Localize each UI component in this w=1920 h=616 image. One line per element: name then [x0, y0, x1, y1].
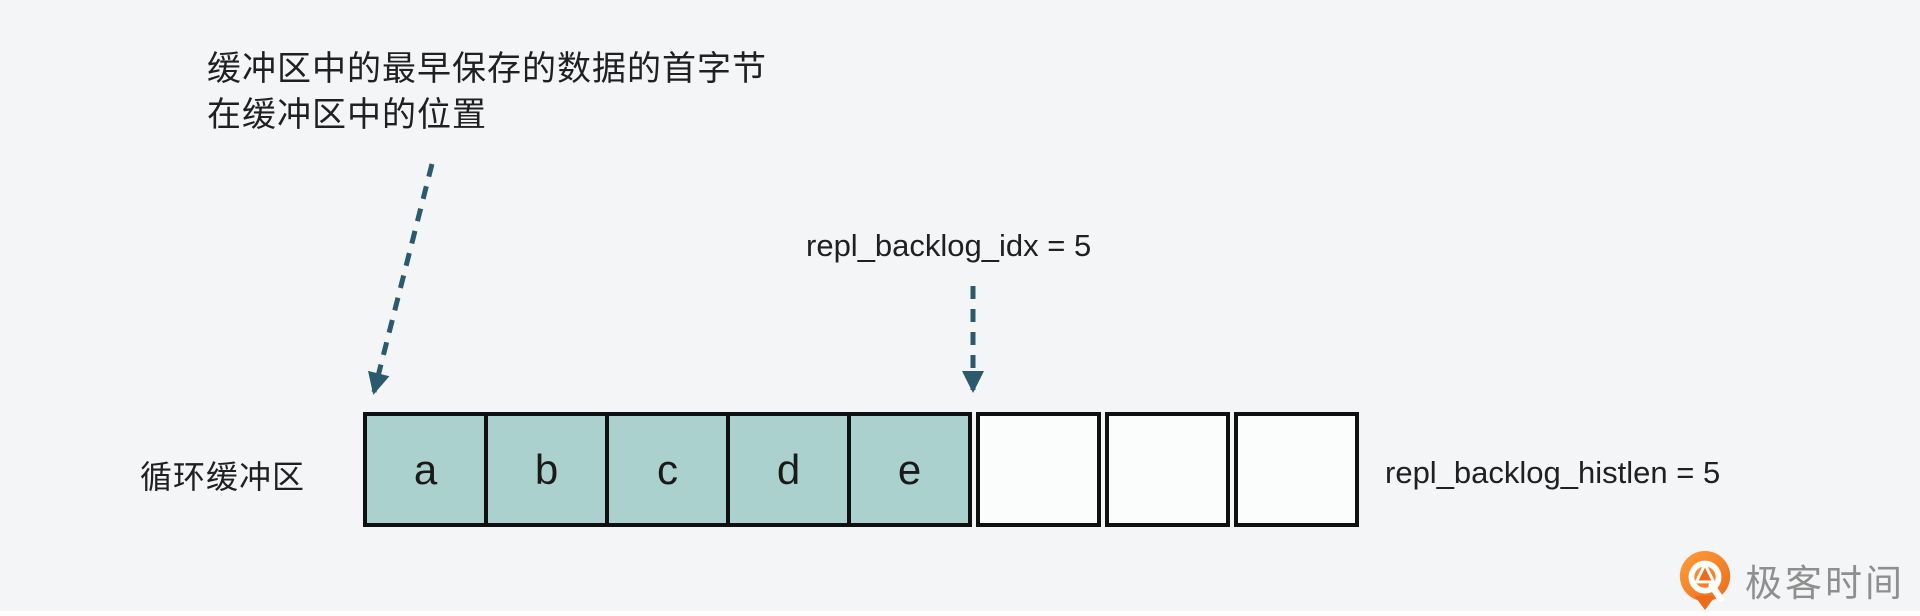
circular-buffer: a b c d e — [363, 412, 1359, 527]
geektime-logo: 极客时间 — [1674, 549, 1905, 611]
repl-backlog-idx-label: repl_backlog_idx = 5 — [806, 228, 1092, 263]
circular-buffer-label: 循环缓冲区 — [140, 459, 306, 495]
buffer-cell: a — [363, 412, 488, 527]
annotation-line-1: 缓冲区中的最早保存的数据的首字节 — [207, 50, 767, 88]
annotation-line-2: 在缓冲区中的位置 — [207, 96, 487, 134]
buffer-cell — [1234, 412, 1359, 527]
buffer-cell: d — [726, 412, 851, 527]
arrow-to-buffer-start-icon — [368, 163, 435, 395]
geektime-pin-icon — [1679, 550, 1731, 611]
buffer-cell — [1105, 412, 1230, 527]
buffer-cell: e — [847, 412, 972, 527]
buffer-cell: b — [484, 412, 609, 527]
geektime-logo-text: 极客时间 — [1745, 563, 1905, 604]
bottom-divider — [0, 611, 1920, 616]
buffer-cell — [976, 412, 1101, 527]
buffer-cell: c — [605, 412, 730, 527]
repl-backlog-histlen-label: repl_backlog_histlen = 5 — [1385, 455, 1721, 490]
buffer-start-annotation: 缓冲区中的最早保存的数据的首字节 在缓冲区中的位置 — [207, 46, 767, 138]
